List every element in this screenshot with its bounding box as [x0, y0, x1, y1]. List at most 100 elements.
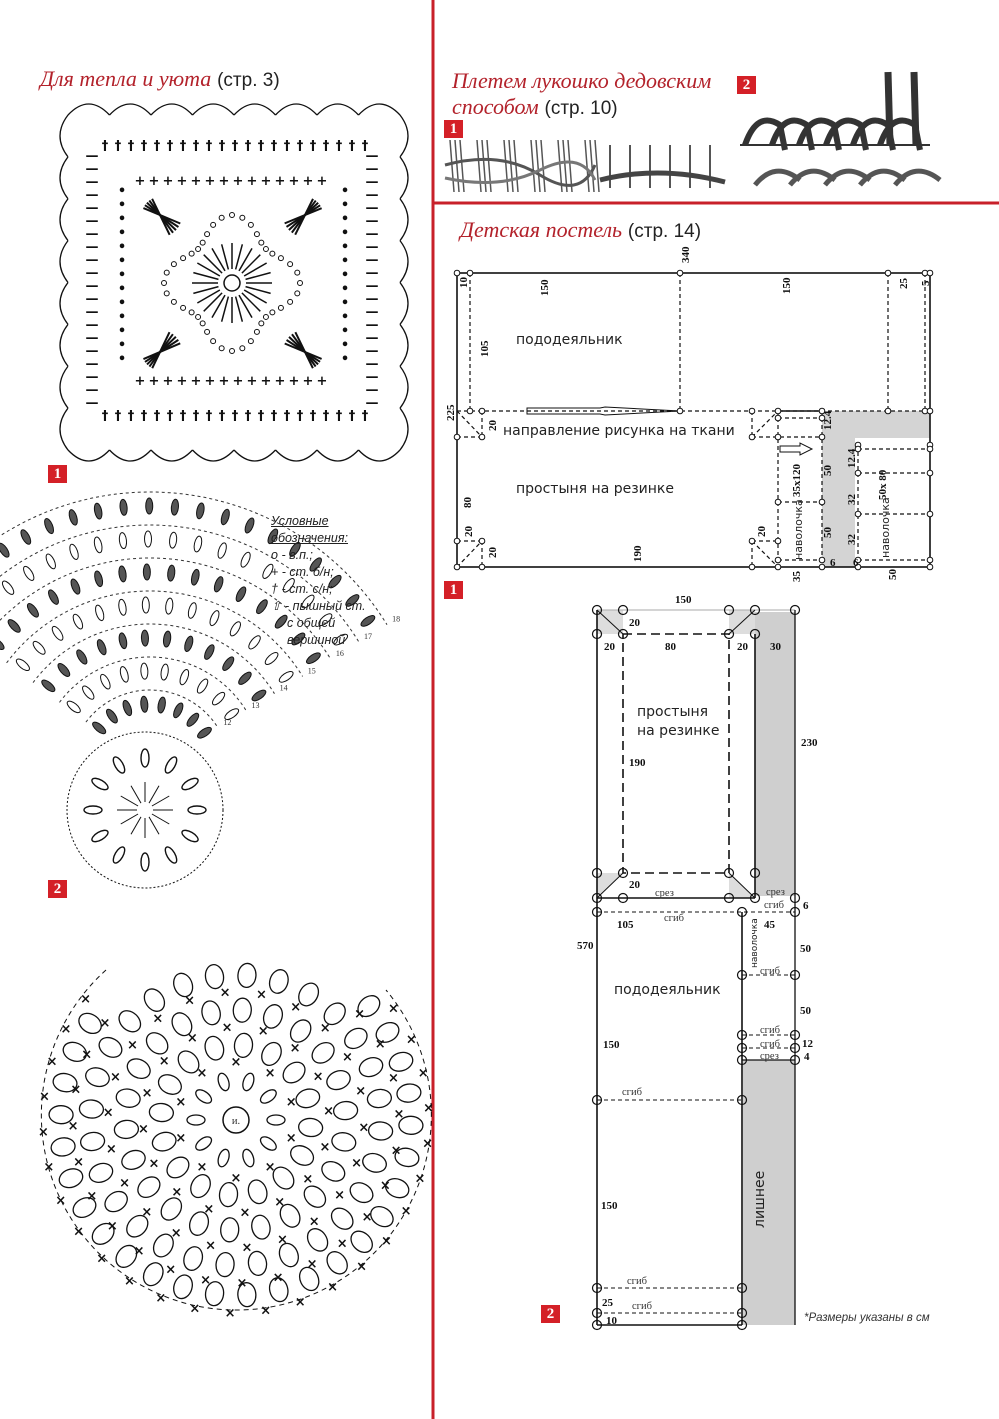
pin-point [854, 510, 862, 518]
puff-stitch [247, 1250, 268, 1276]
puff-stitch [143, 988, 166, 1012]
pin-point [736, 1094, 748, 1106]
puff-stitch [115, 1088, 141, 1108]
pin-point [617, 867, 629, 879]
cut-fold-mark: сгиб [760, 966, 780, 977]
pin-point [926, 407, 934, 415]
twig [444, 160, 597, 184]
dimension-label: 6 [853, 557, 859, 569]
pin-point [818, 433, 826, 441]
stitch-symbol: † [206, 139, 213, 154]
pin-point [789, 1054, 801, 1066]
twig [535, 139, 541, 193]
puff-stitch [242, 1148, 255, 1168]
pin-point [453, 269, 461, 277]
stitch-symbol [148, 816, 160, 835]
stitch-symbol: × [239, 1206, 250, 1221]
stitch-symbol [130, 816, 142, 835]
stitch-symbol [220, 296, 230, 322]
puff-stitch [140, 748, 150, 768]
pin-point [774, 498, 782, 506]
stitch-symbol: • [118, 184, 126, 199]
stitch-symbol: + [317, 374, 328, 389]
stitch-symbol: × [237, 1276, 248, 1291]
puff-stitch [177, 1050, 200, 1074]
row-number: 18 [392, 615, 400, 624]
stitch-symbol: • [341, 184, 349, 199]
stitch-symbol: • [341, 198, 349, 213]
stitch-symbol: × [155, 1291, 166, 1306]
stitch-symbol: • [341, 226, 349, 241]
section-title-basket-line2: способом (стр. 10) [452, 94, 618, 122]
pin-point [926, 556, 934, 564]
row-number: 14 [280, 684, 288, 693]
stitch-symbol: † [362, 409, 369, 424]
stitch-symbol: — [86, 344, 99, 359]
crochet-circle-diagram: и.××××××××××××××××××××××××××××××××××××××… [38, 962, 434, 1321]
dimension-label: 150 [601, 1200, 618, 1212]
stitch-symbol: — [86, 175, 99, 190]
row-number: 12 [223, 718, 231, 727]
puff-stitch [201, 1000, 221, 1026]
stitch-symbol: • [341, 338, 349, 353]
puff-stitch [91, 777, 109, 791]
stitch-symbol: † [154, 139, 161, 154]
puff-stitch [112, 756, 126, 774]
puff-stitch [204, 1035, 225, 1061]
stitch-symbol: † [128, 409, 135, 424]
chain-stitch [199, 239, 206, 246]
fan-row [0, 557, 332, 660]
twig [540, 139, 546, 193]
twig [599, 170, 726, 185]
puff-stitch [96, 639, 107, 656]
puff-stitch [164, 756, 178, 774]
stitch-symbol: • [118, 324, 126, 339]
stitch-symbol: • [118, 240, 126, 255]
chain-stitch [210, 221, 217, 228]
stitch-symbol: • [118, 296, 126, 311]
puff-stitch [218, 1182, 239, 1208]
pin-point [591, 628, 603, 640]
stitch-symbol: × [274, 1195, 285, 1210]
chain-stitch [180, 255, 187, 262]
pin-point [748, 563, 756, 571]
stitch-symbol: + [261, 374, 272, 389]
dimension-label: 150 [603, 1039, 620, 1051]
pin-point [926, 510, 934, 518]
twig [530, 139, 536, 193]
stitch-symbol: — [366, 201, 379, 216]
stitch-symbol: † [297, 409, 304, 424]
stitch-symbol: × [127, 1038, 138, 1053]
stitch-symbol: + [135, 374, 146, 389]
twig [594, 139, 600, 193]
chain-stitch [218, 345, 225, 352]
puff-stitch [318, 613, 333, 626]
stitch-symbol: † [336, 409, 343, 424]
puff-stitch [274, 614, 288, 629]
chain-stitch [204, 231, 211, 238]
puff-stitch [326, 1070, 351, 1091]
stitch-symbol: × [309, 1214, 320, 1229]
puff-stitch [157, 1074, 182, 1095]
twig [584, 139, 590, 193]
stitch-symbol: — [366, 266, 379, 281]
stitch-symbol: × [391, 1143, 402, 1158]
cut-fold-mark: сгиб [622, 1087, 642, 1098]
stitch-symbol: — [366, 214, 379, 229]
dimension-label: 190 [632, 545, 644, 562]
stitch-symbol: † [271, 139, 278, 154]
puff-stitch [217, 1072, 230, 1092]
stitch-symbol [148, 785, 160, 804]
stitch-symbol: × [222, 1020, 233, 1035]
pin-point [926, 563, 934, 571]
stitch-symbol: × [106, 1142, 117, 1157]
stitch-symbol: × [414, 1171, 425, 1186]
puff-stitch [262, 563, 274, 579]
pin-point [789, 604, 801, 616]
puff-stitch [58, 1168, 84, 1189]
chain-stitch [188, 250, 195, 257]
puff-stitch [1, 580, 15, 595]
dimension-label: 150 [675, 594, 692, 606]
stitch-symbol: × [362, 1210, 373, 1225]
puff-stitch [0, 542, 10, 558]
